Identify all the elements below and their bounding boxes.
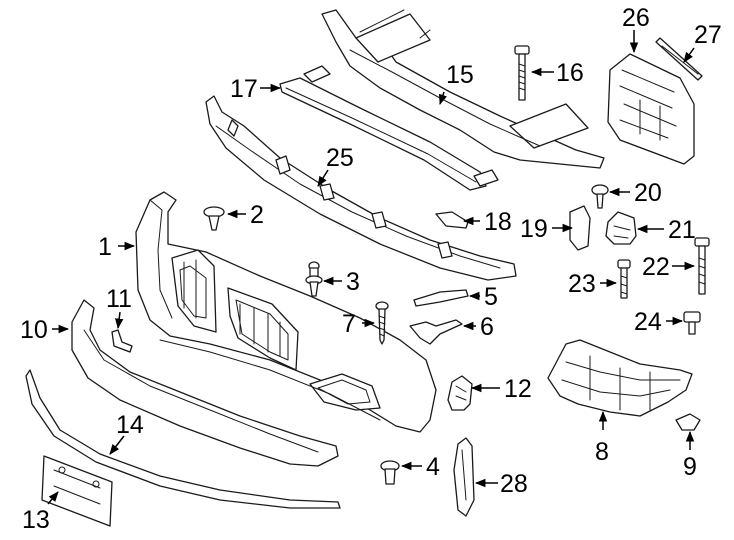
part-12-bracket (447, 375, 473, 411)
leader-lines (47, 30, 696, 505)
part-4-bolt (380, 460, 400, 485)
callout-24: 24 (634, 308, 662, 336)
part-19-bracket (569, 205, 591, 251)
callout-labels: 1 2 3 4 5 6 7 8 9 10 11 12 13 14 15 16 1… (20, 4, 722, 534)
callout-26: 26 (622, 4, 650, 32)
part-22-bolt (694, 237, 710, 295)
part-26-bracket (607, 53, 695, 165)
part-16-bolt (514, 45, 530, 101)
callout-21: 21 (668, 216, 696, 244)
callout-14: 14 (116, 411, 144, 439)
part-1-bumper-cover (135, 191, 437, 433)
part-28-trim (453, 437, 475, 517)
callout-13: 13 (22, 506, 50, 534)
part-9-clip (675, 413, 701, 431)
part-3-rivet (305, 261, 323, 297)
callout-27: 27 (694, 21, 722, 49)
callout-17: 17 (230, 75, 258, 103)
callout-1: 1 (98, 233, 112, 261)
callout-16: 16 (556, 59, 584, 87)
part-6-bracket (409, 319, 463, 345)
callout-15: 15 (446, 61, 474, 89)
part-14-lower-strip (25, 369, 341, 509)
part-17-reinforcement-bar (279, 65, 499, 191)
callout-22: 22 (642, 253, 670, 281)
part-5-molding (413, 289, 469, 307)
callout-6: 6 (480, 313, 494, 341)
callout-19: 19 (520, 215, 548, 243)
callout-9: 9 (683, 453, 697, 481)
callout-5: 5 (484, 283, 498, 311)
part-24-bolt (683, 311, 701, 335)
part-21-bracket (605, 211, 637, 245)
callout-8: 8 (595, 438, 609, 466)
callout-12: 12 (504, 375, 532, 403)
callout-4: 4 (426, 453, 440, 481)
callout-7: 7 (342, 310, 356, 338)
part-27-strip (655, 37, 703, 81)
part-13-plate-bracket (41, 455, 113, 527)
part-18-clip (435, 211, 469, 229)
part-15-impact-absorber (321, 9, 605, 169)
callout-2: 2 (250, 201, 264, 229)
callout-25: 25 (326, 144, 354, 172)
part-25-upper-carrier (205, 95, 517, 281)
part-20-pin (591, 184, 609, 209)
callout-18: 18 (484, 208, 512, 236)
part-2-push-pin (203, 206, 225, 231)
callout-23: 23 (568, 270, 596, 298)
part-7-screw (375, 301, 389, 345)
part-10-lower-trim (71, 299, 339, 467)
callout-28: 28 (500, 470, 528, 498)
callout-20: 20 (634, 179, 662, 207)
callout-10: 10 (20, 316, 48, 344)
callout-3: 3 (346, 268, 360, 296)
part-23-bolt (617, 259, 631, 299)
part-11-clip (111, 329, 133, 353)
callout-11: 11 (106, 285, 132, 313)
part-8-lower-shield (547, 339, 693, 417)
